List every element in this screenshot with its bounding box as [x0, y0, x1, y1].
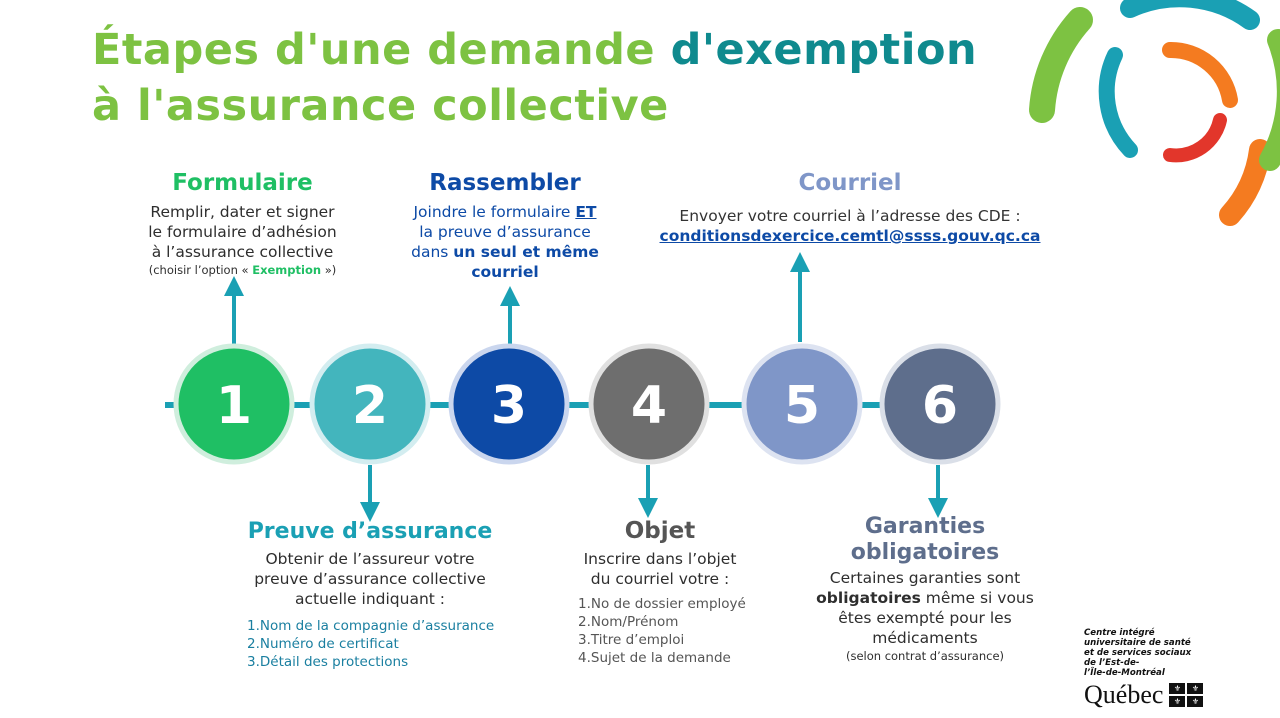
preuve-item-1: 1.Nom de la compagnie d’assurance: [247, 618, 495, 634]
title-line1-part2: d'exemption: [670, 25, 978, 75]
arc-orange: [1162, 41, 1238, 108]
formulaire-note-pre: (choisir l’option «: [148, 263, 253, 277]
quebec-wordmark: Québec: [1084, 680, 1164, 709]
preuve-block: Preuve d’assurance Obtenir de l’assureur…: [225, 518, 515, 671]
decorative-arcs-icon: [1029, 0, 1280, 226]
garanties-note: (selon contrat d’assurance): [845, 649, 1005, 663]
rassembler-line2: la preuve d’assurance: [419, 223, 591, 241]
rassembler-line1-pre: Joindre le formulaire: [413, 203, 576, 221]
garanties-heading-1: Garanties: [864, 514, 986, 539]
rassembler-block: Rassembler Joindre le formulaire ET la p…: [385, 170, 625, 282]
garanties-heading-2: obligatoires: [850, 540, 1000, 565]
quebec-logo: Québec ⚜⚜⚜⚜: [1084, 680, 1274, 710]
garanties-line2-post: même si vous: [920, 589, 1034, 607]
brand-line4: de l’Est-de-: [1084, 658, 1140, 668]
garanties-block: Garanties obligatoires Certaines garanti…: [790, 514, 1060, 664]
formulaire-heading: Formulaire: [172, 170, 313, 196]
rassembler-line3-bold: un seul et même: [453, 243, 599, 261]
arc-green: [1029, 7, 1093, 123]
formulaire-line3: à l’assurance collective: [151, 243, 334, 261]
brand-line1: Centre intégré: [1084, 628, 1155, 638]
objet-item-1: 1.No de dossier employé: [578, 596, 746, 612]
step-number-6: 6: [922, 376, 958, 436]
formulaire-note: (choisir l’option « Exemption »): [120, 262, 365, 278]
objet-item-4: 4.Sujet de la demande: [578, 650, 731, 666]
rassembler-line3-pre: dans: [411, 243, 454, 261]
brand-line3: et de services sociaux: [1084, 648, 1192, 658]
objet-heading: Objet: [624, 518, 696, 544]
step-circle-5: 5: [741, 343, 863, 465]
preuve-item-3: 3.Détail des protections: [247, 654, 409, 670]
step-number-2: 2: [352, 376, 388, 436]
arc-teal-top: [1120, 0, 1260, 30]
rassembler-line4: courriel: [471, 263, 539, 281]
courriel-email-link[interactable]: conditionsdexercice.cemtl@ssss.gouv.qc.c…: [659, 227, 1041, 245]
arc-orange-outer: [1219, 139, 1271, 226]
formulaire-line1: Remplir, dater et signer: [150, 203, 335, 221]
objet-item-3: 3.Titre d’emploi: [578, 632, 685, 648]
objet-line2: du courriel votre :: [590, 570, 730, 588]
step-number-5: 5: [784, 376, 820, 436]
step-circle-6: 6: [879, 343, 1001, 465]
preuve-heading: Preuve d’assurance: [247, 519, 493, 544]
brand-line5: l’Île-de-Montréal: [1084, 668, 1165, 678]
courriel-block: Courriel Envoyer votre courriel à l’adre…: [630, 170, 1070, 246]
courriel-heading: Courriel: [798, 170, 902, 196]
preuve-line1: Obtenir de l’assureur votre: [265, 550, 475, 568]
rassembler-line3: dans un seul et même: [385, 242, 625, 262]
preuve-line3: actuelle indiquant :: [294, 590, 446, 608]
page-title: Étapes d'une demande d'exemption à l'ass…: [92, 22, 977, 134]
objet-list: 1.No de dossier employé 2.Nom/Prénom 3.T…: [578, 595, 760, 667]
step-number-3: 3: [491, 376, 527, 436]
preuve-item-2: 2.Numéro de certificat: [247, 636, 399, 652]
objet-item-2: 2.Nom/Prénom: [578, 614, 679, 630]
title-line2: à l'assurance collective: [92, 81, 669, 131]
formulaire-block: Formulaire Remplir, dater et signer le f…: [120, 170, 365, 278]
preuve-line2: preuve d’assurance collective: [254, 570, 486, 588]
rassembler-line1-bold: ET: [575, 203, 597, 221]
brand-line2: universitaire de santé: [1084, 638, 1191, 648]
rassembler-heading: Rassembler: [429, 170, 581, 196]
formulaire-line2: le formulaire d’adhésion: [148, 223, 337, 241]
step-circle-1: 1: [173, 343, 295, 465]
step-circle-4: 4: [588, 343, 710, 465]
arc-red: [1163, 113, 1227, 163]
preuve-list: 1.Nom de la compagnie d’assurance 2.Numé…: [247, 617, 515, 671]
step-circle-2: 2: [309, 343, 431, 465]
garanties-line2: obligatoires même si vous: [790, 588, 1060, 608]
objet-line1: Inscrire dans l’objet: [583, 550, 737, 568]
courriel-line1: Envoyer votre courriel à l’adresse des C…: [679, 207, 1021, 225]
objet-block: Objet Inscrire dans l’objet du courriel …: [560, 518, 760, 667]
garanties-line3: êtes exempté pour les: [838, 609, 1012, 627]
cemtl-branding: Centre intégré universitaire de santé et…: [1084, 628, 1274, 710]
step-number-4: 4: [631, 376, 667, 436]
fleur-de-lys-flag-icon: ⚜⚜⚜⚜: [1169, 683, 1204, 707]
formulaire-note-post: »): [321, 263, 337, 277]
step-circle-3: 3: [448, 343, 570, 465]
garanties-line2-bold: obligatoires: [816, 589, 921, 607]
rassembler-line1: Joindre le formulaire ET: [385, 202, 625, 222]
arc-teal-inner: [1098, 47, 1138, 158]
garanties-line1: Certaines garanties sont: [829, 569, 1021, 587]
arc-green-right: [1259, 29, 1280, 171]
step-number-1: 1: [216, 376, 252, 436]
formulaire-note-bold: Exemption: [252, 263, 322, 277]
title-line1-part1: Étapes d'une demande: [92, 25, 671, 75]
garanties-line4: médicaments: [872, 629, 978, 647]
